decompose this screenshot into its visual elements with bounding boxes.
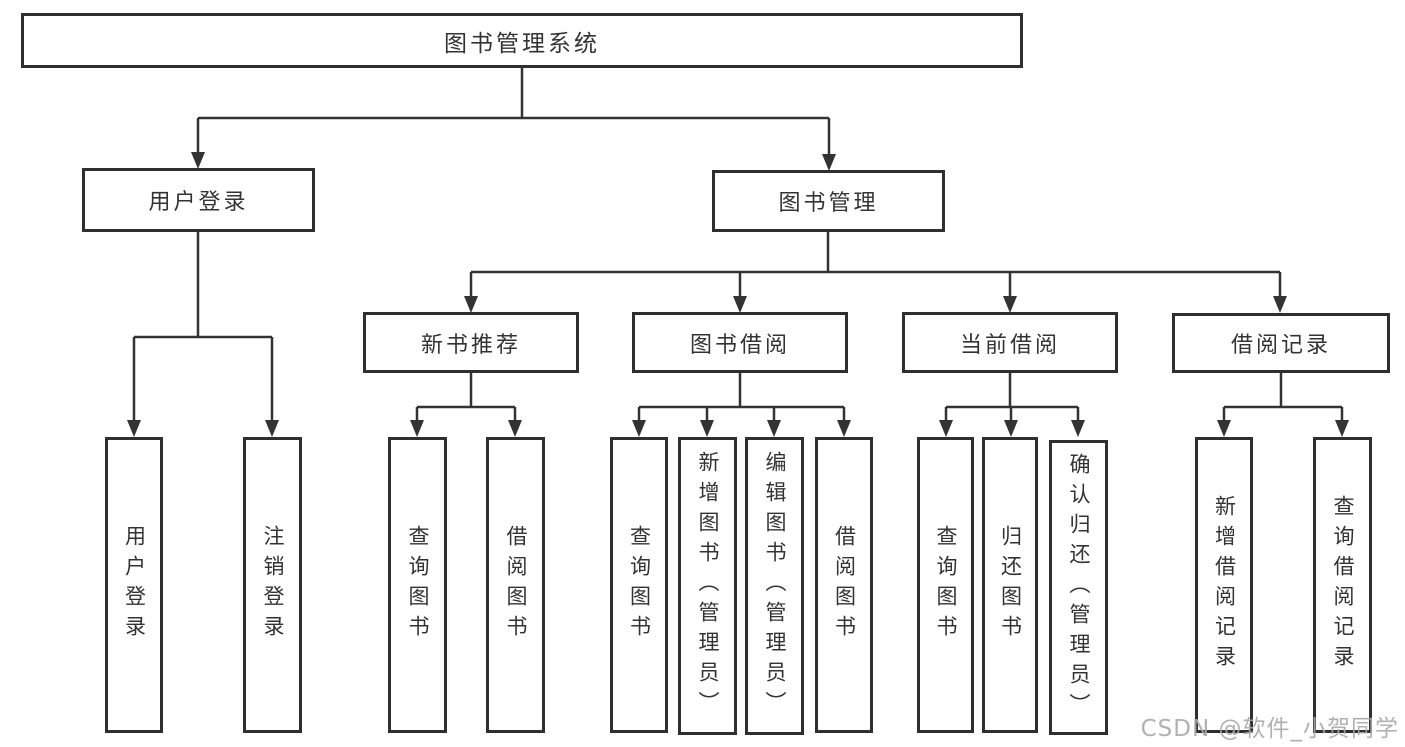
node-current-borrow: 当前借阅 (902, 312, 1118, 373)
leaf-confirm-return-admin: 确认归还（管理员） (1049, 440, 1108, 735)
node-book-borrow: 图书借阅 (632, 312, 848, 373)
leaf-query-book-1: 查询图书 (388, 437, 447, 733)
node-user-login: 用户登录 (82, 168, 315, 232)
leaf-query-book-2: 查询图书 (610, 437, 668, 733)
node-book-management: 图书管理 (712, 170, 945, 232)
leaf-add-book-admin: 新增图书（管理员） (678, 437, 737, 735)
leaf-logout: 注销登录 (243, 437, 302, 733)
leaf-add-borrow-record: 新增借阅记录 (1195, 437, 1253, 733)
node-library-system: 图书管理系统 (21, 13, 1023, 68)
leaf-query-borrow-record: 查询借阅记录 (1313, 437, 1372, 733)
node-new-book-recommend: 新书推荐 (363, 312, 579, 373)
csdn-watermark: CSDN @软件_小贺同学 (1140, 716, 1399, 742)
leaf-borrow-book-2: 借阅图书 (815, 437, 873, 733)
leaf-query-book-3: 查询图书 (917, 437, 974, 733)
leaf-edit-book-admin: 编辑图书（管理员） (745, 437, 804, 735)
leaf-return-book: 归还图书 (982, 437, 1038, 733)
leaf-borrow-book-1: 借阅图书 (486, 437, 545, 733)
node-borrow-records: 借阅记录 (1172, 313, 1390, 373)
leaf-user-login: 用户登录 (105, 437, 163, 733)
